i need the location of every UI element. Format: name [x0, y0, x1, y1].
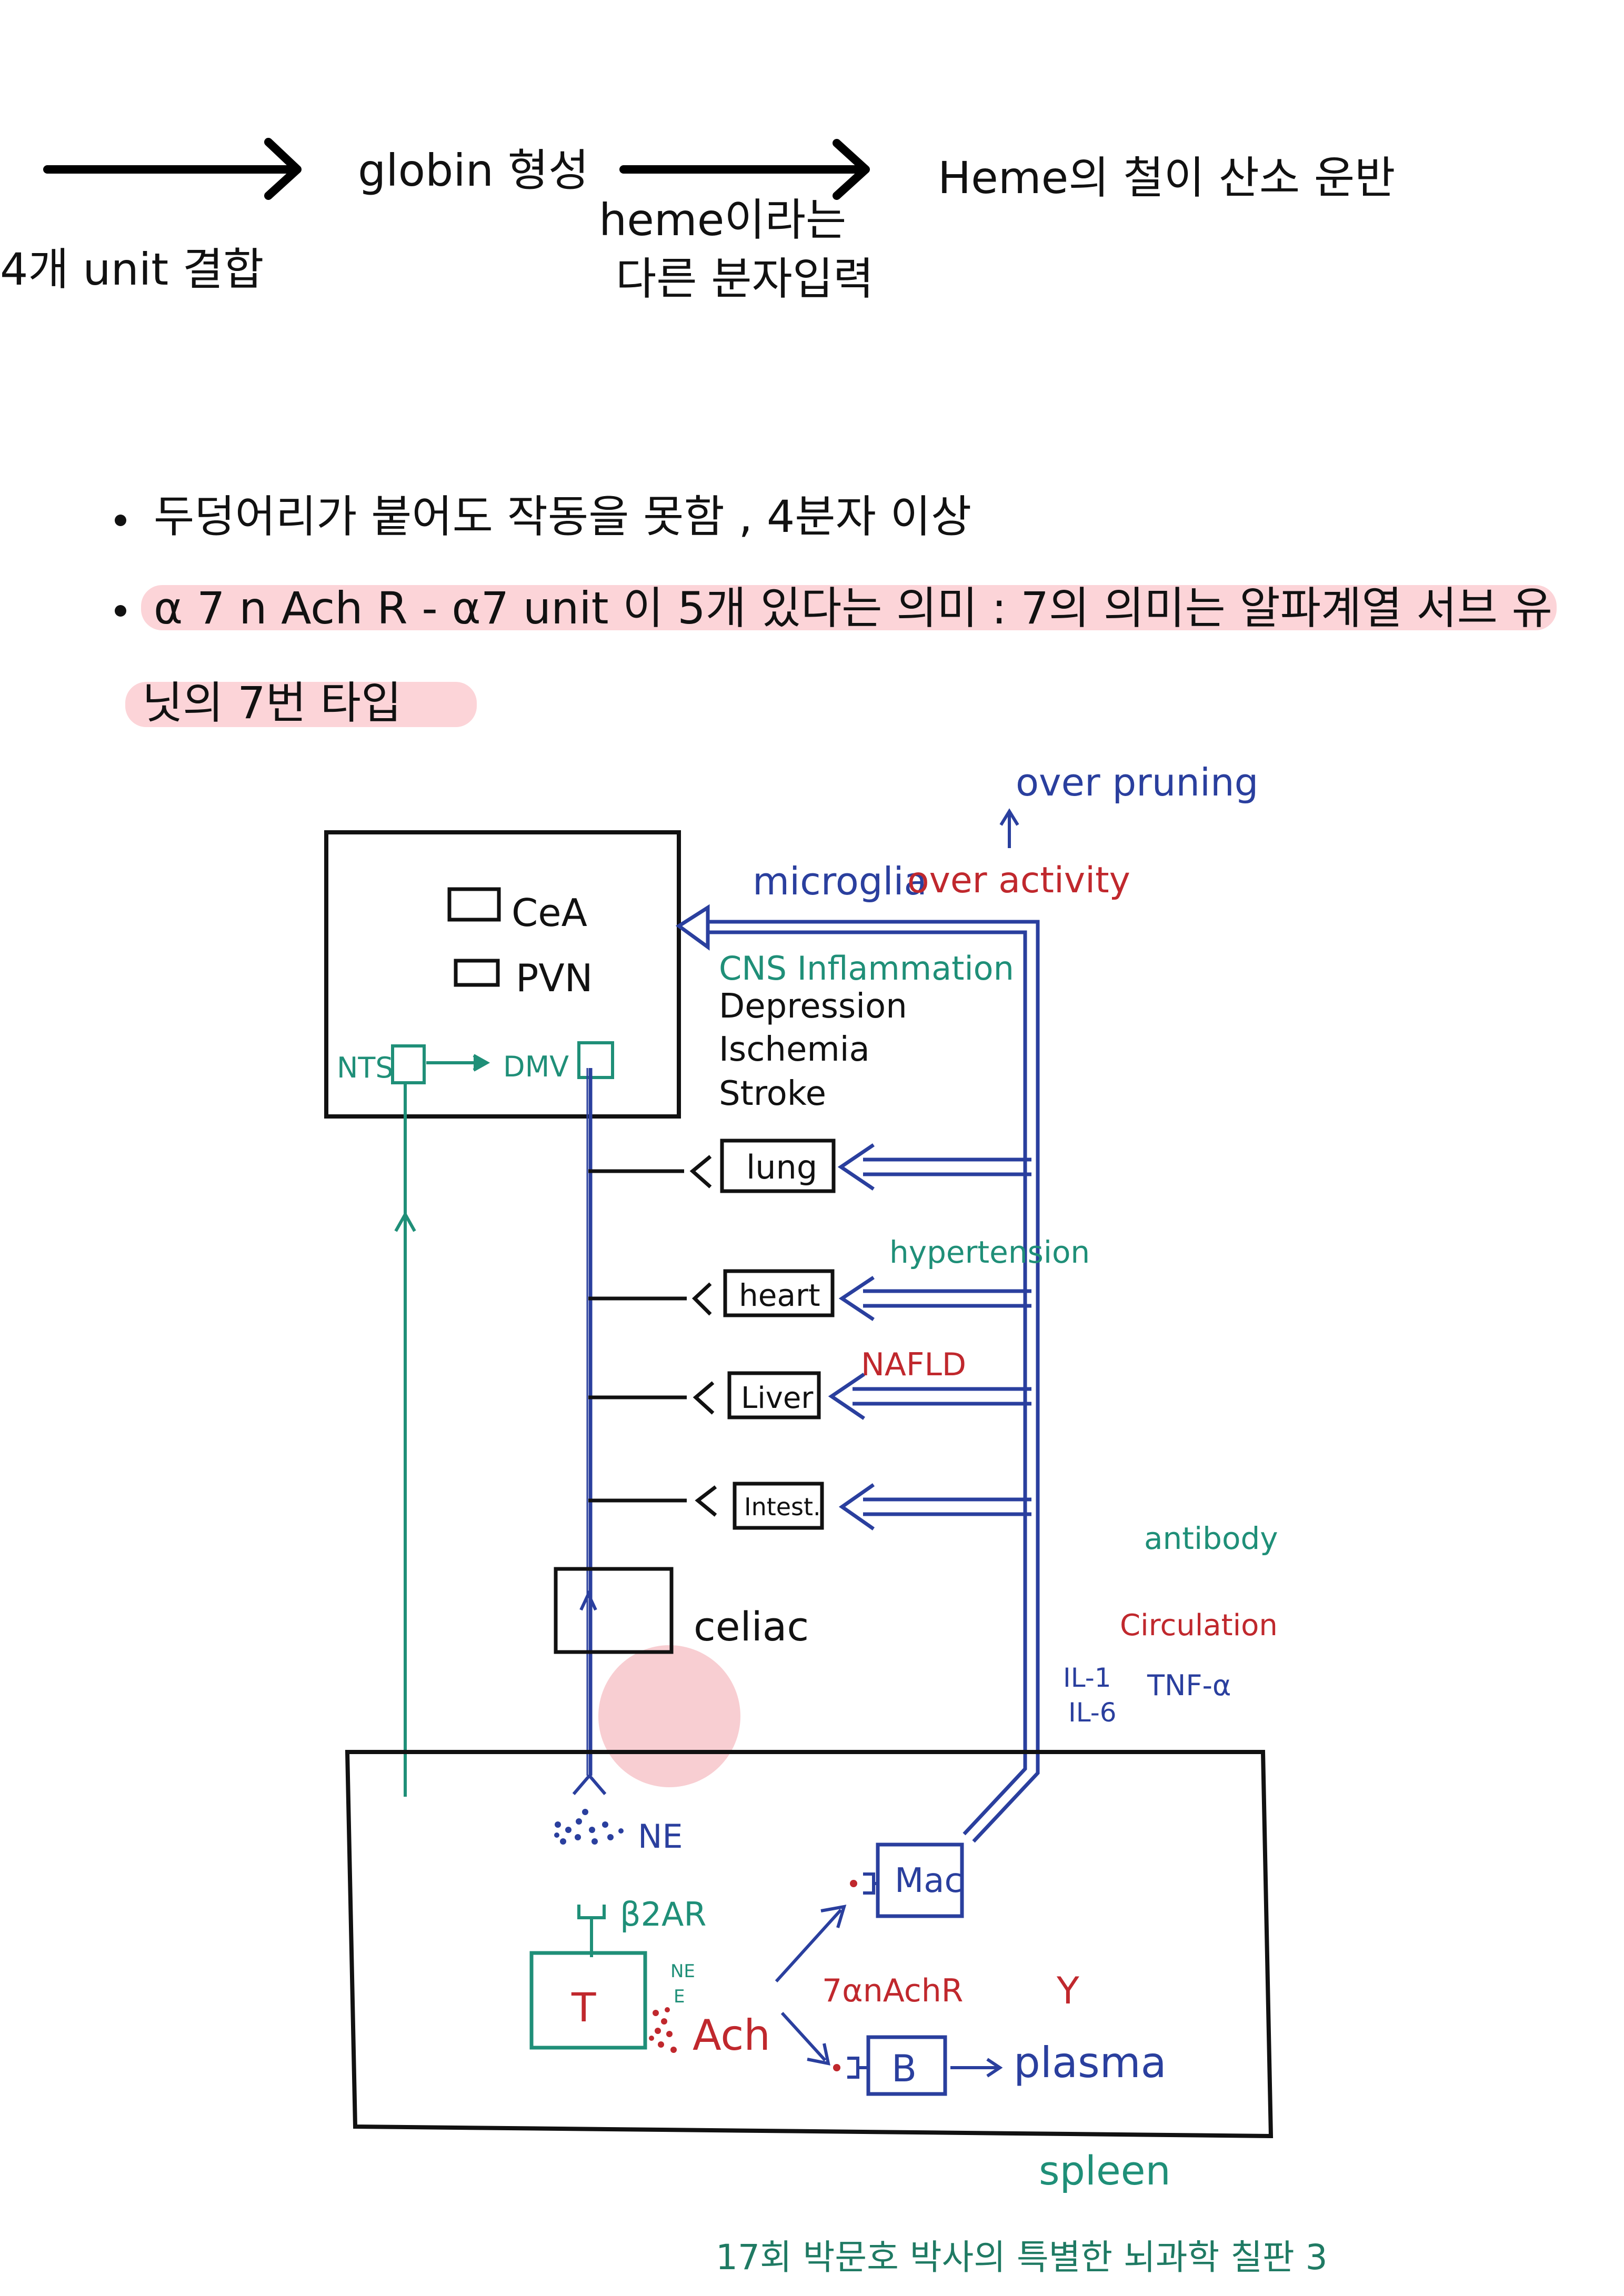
mac-receptor [863, 1872, 878, 1895]
celiac-box [554, 1567, 674, 1654]
tnf-label: TNF-α [1147, 1669, 1231, 1702]
intest-label: Intest. [744, 1493, 821, 1521]
depression-label: Depression [719, 987, 907, 1026]
heme-input-label-1: heme이라는 [599, 194, 847, 246]
organ-branches [588, 1155, 717, 1517]
over-pruning-label: over pruning [1016, 760, 1258, 804]
unit-binding-label: 4개 unit 결합 [0, 244, 264, 295]
brain-box [324, 830, 681, 1119]
microglia-label: microglia [753, 859, 927, 903]
il6-label: IL-6 [1068, 1697, 1117, 1728]
bullet-dot-1 [115, 515, 126, 526]
bullet-2-line-1: α 7 n Ach R - α7 unit 이 5개 있다는 의미 : 7의 의… [154, 582, 1552, 634]
mac-label: Mac [895, 1861, 963, 1900]
b2ar-receptor [577, 1905, 606, 1957]
dmv-label: DMV [503, 1050, 569, 1083]
circulation-double-line [689, 920, 1040, 1843]
highlight-circle [598, 1645, 740, 1787]
arrow-1 [43, 138, 302, 200]
ne-dots [554, 1809, 624, 1845]
mac-box [876, 1842, 964, 1918]
cea-label: CeA [512, 891, 587, 935]
nts-box [391, 1044, 426, 1084]
il1-label: IL-1 [1063, 1663, 1111, 1693]
arrow-2 [619, 139, 870, 200]
circulation-label: Circulation [1120, 1608, 1278, 1643]
antibody-label: antibody [1144, 1520, 1278, 1556]
over-pruning-arrow [999, 808, 1019, 848]
nafld-label: NAFLD [861, 1346, 966, 1383]
nts-label: NTS [337, 1051, 394, 1084]
ne-terminal [572, 1775, 607, 1795]
t-to-b-arrow [780, 2011, 830, 2066]
lung-label: lung [746, 1148, 817, 1186]
intest-box [733, 1482, 824, 1530]
b-cell-box [866, 2035, 947, 2096]
plasma-label: plasma [1014, 2038, 1167, 2087]
stroke-label: Stroke [719, 1074, 826, 1113]
lung-box [720, 1139, 836, 1193]
celiac-label: celiac [694, 1603, 809, 1650]
afferent-arrowhead [394, 1211, 416, 1232]
heme-input-label-2: 다른 분자입력 [616, 253, 874, 305]
caption: 17회 박문호 박사의 특별한 뇌과학 칠판 3 [716, 2237, 1328, 2278]
pvn-label: PVN [516, 956, 593, 1000]
top-arrows [43, 138, 870, 200]
organ-input-arrows [828, 1143, 1031, 1530]
b-cell-label: B [891, 2047, 917, 2090]
t-cell-box [529, 1951, 647, 2050]
cea-box [447, 887, 501, 922]
ach-label: Ach [693, 2011, 770, 2060]
liver-label: Liver [741, 1381, 814, 1415]
dmv-box [577, 1041, 614, 1079]
spleen-box [345, 1750, 1274, 2139]
mac-ach-dot [850, 1880, 857, 1887]
t-to-mac-arrow [775, 1905, 847, 1983]
bullet-dot-2 [115, 605, 126, 617]
brain-input-arrowhead [675, 904, 710, 951]
highlight-line-1 [141, 585, 1557, 630]
hypertension-label: hypertension [889, 1234, 1090, 1270]
b2ar-label: β2AR [620, 1895, 707, 1934]
heart-label: heart [739, 1277, 820, 1313]
ischemia-label: Ischemia [719, 1030, 870, 1069]
heme-oxygen-label: Heme의 철이 산소 운반 [938, 152, 1396, 204]
heart-box [723, 1269, 835, 1317]
bullet-2-line-2: 닛의 7번 타입 [142, 677, 402, 729]
b-receptor [847, 2057, 868, 2079]
y-symbol-label: Y [1056, 1969, 1079, 2012]
spleen-label: spleen [1039, 2147, 1171, 2194]
highlight-line-2 [125, 682, 477, 727]
t-cell-label: T [571, 1984, 596, 2031]
cns-label-part: CNS Inflammation [719, 949, 1014, 988]
over-activity-label: over activity [907, 860, 1130, 901]
ach-dots [649, 2007, 677, 2053]
celiac-arrowhead [579, 1590, 597, 1611]
bullet-1-text: 두덩어리가 붙어도 작동을 못함 , 4분자 이상 [154, 491, 972, 542]
ne-small-label-1: NE [670, 1961, 695, 1982]
nts-to-dmv-arrow [426, 1054, 490, 1072]
b-to-plasma-arrow [950, 2058, 1003, 2078]
b-ach-dot [833, 2064, 840, 2071]
globin-label: globin 형성 [358, 145, 589, 196]
a7nachr-label: 7αnAchR [822, 1972, 963, 2009]
liver-box [727, 1371, 821, 1419]
ne-small-label-2: E [674, 1986, 685, 2007]
pvn-box [454, 959, 500, 987]
ne-label: NE [638, 1817, 683, 1856]
